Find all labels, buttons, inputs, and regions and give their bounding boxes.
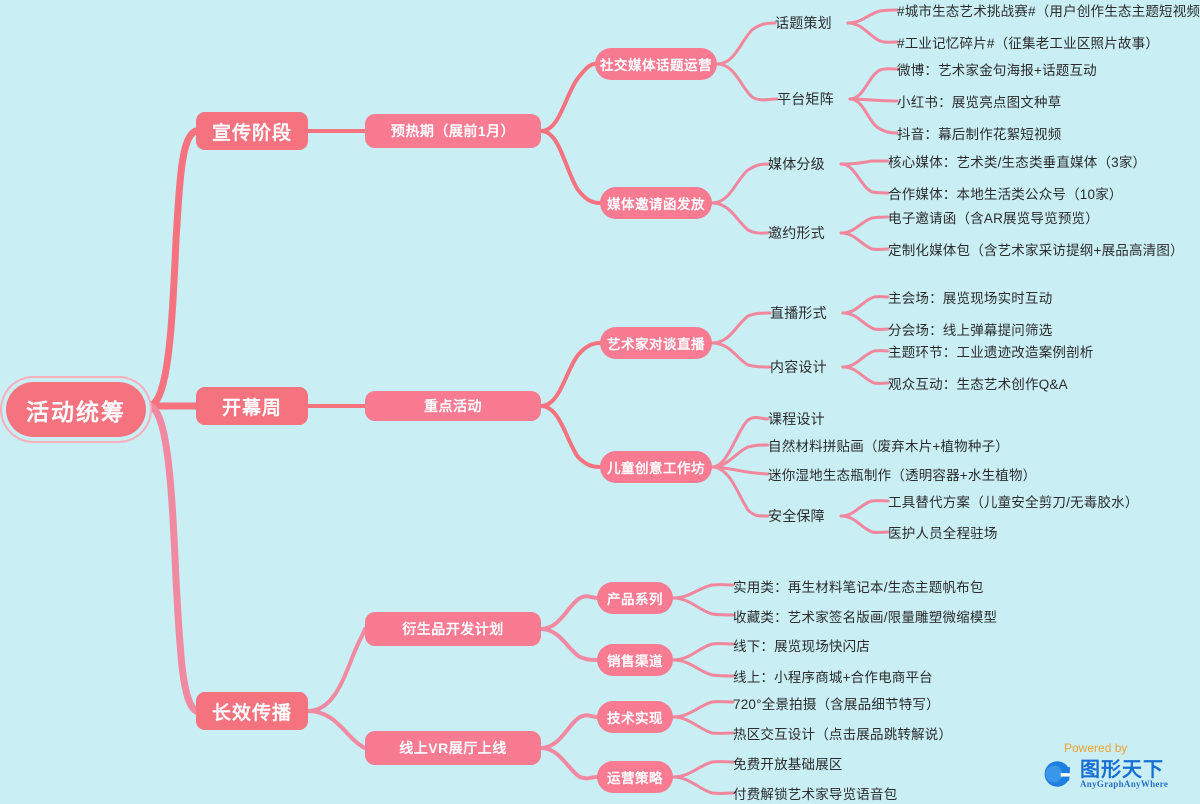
mindmap-node-b2c1[interactable]: 重点活动 — [365, 391, 541, 421]
mindmap-node-t9[interactable]: 迷你湿地生态瓶制作（透明容器+水生植物） — [768, 468, 1037, 483]
mindmap-node-p4[interactable]: 运营策略 — [597, 761, 673, 793]
mindmap-node-t5a[interactable]: 主会场：展览现场实时互动 — [888, 291, 1053, 306]
mindmap-node-t6[interactable]: 内容设计 — [770, 359, 827, 375]
mindmap-node-b2c1a[interactable]: 艺术家对谈直播 — [600, 327, 712, 359]
mindmap-node-t4a[interactable]: 电子邀请函（含AR展览导览预览） — [888, 211, 1099, 226]
mindmap-node-b3[interactable]: 长效传播 — [196, 692, 308, 730]
mindmap-node-p4b[interactable]: 付费解锁艺术家导览语音包 — [733, 787, 898, 802]
mindmap-node-t2a[interactable]: 微博：艺术家金句海报+话题互动 — [897, 63, 1097, 78]
watermark: Powered by 图形天下 AnyGraphAnyWhere — [1042, 741, 1192, 797]
mindmap-node-t5b[interactable]: 分会场：线上弹幕提问筛选 — [888, 323, 1053, 338]
mindmap-node-t2b[interactable]: 小红书：展览亮点图文种草 — [897, 95, 1062, 110]
mindmap-node-p2a[interactable]: 线下：展览现场快闪店 — [733, 639, 870, 654]
mindmap-node-t1b[interactable]: #工业记忆碎片#（征集老工业区照片故事） — [897, 36, 1160, 51]
mindmap-node-b2c1b[interactable]: 儿童创意工作坊 — [600, 451, 712, 483]
mindmap-node-root[interactable]: 活动统筹 — [6, 382, 146, 437]
mindmap-node-t10b[interactable]: 医护人员全程驻场 — [888, 526, 998, 541]
watermark-powered-by: Powered by — [1064, 741, 1128, 755]
mindmap-node-p3a[interactable]: 720°全景拍摄（含展品细节特写） — [733, 697, 940, 712]
mindmap-node-p3b[interactable]: 热区交互设计（点击展品跳转解说） — [733, 727, 953, 742]
mindmap-node-b1c1b[interactable]: 媒体邀请函发放 — [600, 187, 712, 219]
anygraph-logo-icon — [1044, 761, 1071, 787]
mindmap-node-b2[interactable]: 开幕周 — [196, 387, 308, 425]
mindmap-node-b3c2[interactable]: 线上VR展厅上线 — [365, 731, 541, 765]
mindmap-node-b1[interactable]: 宣传阶段 — [196, 112, 308, 150]
mindmap-node-t6a[interactable]: 主题环节：工业遗迹改造案例剖析 — [888, 345, 1094, 360]
mindmap-node-p3[interactable]: 技术实现 — [597, 701, 673, 733]
mindmap-node-t8[interactable]: 自然材料拼贴画（废弃木片+植物种子） — [768, 439, 1009, 454]
mindmap-node-p1b[interactable]: 收藏类：艺术家签名版画/限量雕塑微缩模型 — [733, 610, 998, 625]
mindmap-node-t1[interactable]: 话题策划 — [775, 15, 832, 31]
mindmap-node-b1c1[interactable]: 预热期（展前1月） — [365, 114, 541, 148]
mindmap-node-t2[interactable]: 平台矩阵 — [777, 91, 834, 107]
watermark-brand-cn: 图形天下 — [1080, 757, 1164, 781]
mindmap-node-t5[interactable]: 直播形式 — [770, 305, 827, 321]
mindmap-node-p1a[interactable]: 实用类：再生材料笔记本/生态主题帆布包 — [733, 580, 984, 595]
mindmap-node-p2b[interactable]: 线上：小程序商城+合作电商平台 — [733, 670, 933, 685]
mindmap-node-t3a[interactable]: 核心媒体：艺术类/生态类垂直媒体（3家） — [888, 155, 1147, 170]
mindmap-node-b1c1a[interactable]: 社交媒体话题运营 — [595, 48, 717, 80]
mindmap-node-t10[interactable]: 安全保障 — [768, 508, 825, 524]
mindmap-node-t1a[interactable]: #城市生态艺术挑战赛#（用户创作生态主题短视频） — [897, 4, 1200, 19]
mindmap-node-t4[interactable]: 邀约形式 — [768, 225, 825, 241]
mindmap-node-p4a[interactable]: 免费开放基础展区 — [733, 757, 843, 772]
mindmap-node-t2c[interactable]: 抖音：幕后制作花絮短视频 — [897, 127, 1062, 142]
mindmap-node-t3[interactable]: 媒体分级 — [768, 156, 825, 172]
mindmap-node-t10a[interactable]: 工具替代方案（儿童安全剪刀/无毒胶水） — [888, 495, 1139, 510]
watermark-brand: 图形天下 AnyGraphAnyWhere — [1080, 759, 1168, 789]
watermark-brand-en: AnyGraphAnyWhere — [1080, 779, 1169, 789]
mindmap-node-t6b[interactable]: 观众互动：生态艺术创作Q&A — [888, 377, 1068, 392]
mindmap-node-b3c1[interactable]: 衍生品开发计划 — [365, 612, 541, 646]
mindmap-node-t3b[interactable]: 合作媒体：本地生活类公众号（10家） — [888, 187, 1123, 202]
mindmap-node-p2[interactable]: 销售渠道 — [597, 644, 673, 676]
mindmap-node-p1[interactable]: 产品系列 — [597, 582, 673, 614]
mindmap-node-t4b[interactable]: 定制化媒体包（含艺术家采访提纲+展品高清图） — [888, 243, 1184, 258]
mindmap-node-t7[interactable]: 课程设计 — [768, 411, 825, 427]
watermark-logo-row: 图形天下 AnyGraphAnyWhere — [1042, 757, 1192, 791]
